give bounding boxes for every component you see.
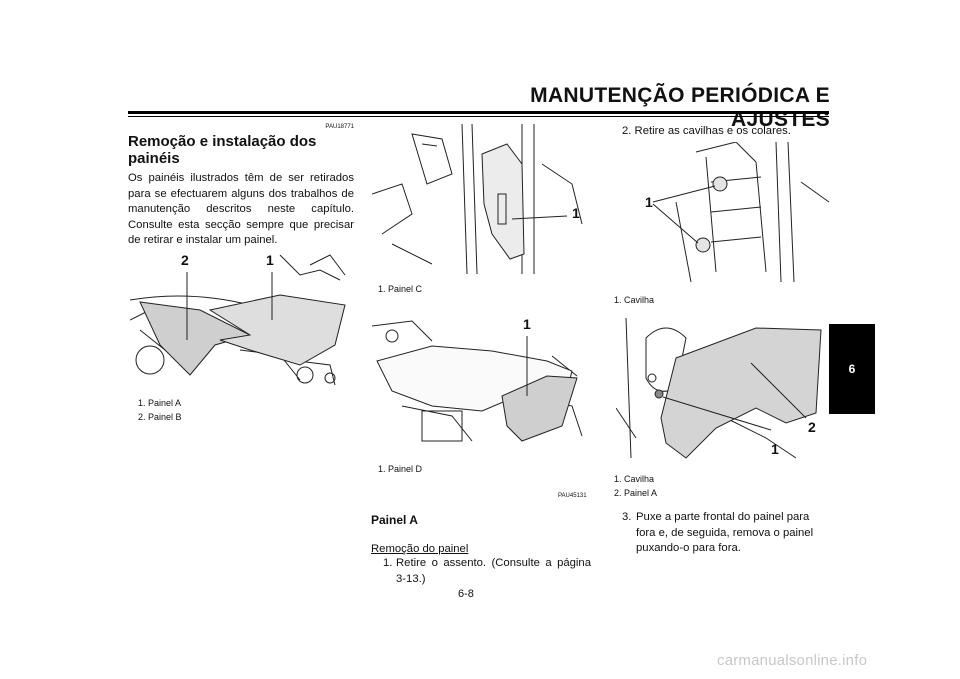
callout-1: 1: [523, 316, 531, 332]
caption-line: 2. Painel A: [614, 488, 658, 498]
callout-1: 1: [771, 441, 779, 457]
bolts-illustration: [652, 142, 830, 283]
step-3-text: Puxe a parte frontal do painel para fora…: [636, 511, 814, 555]
page-number: 6-8: [458, 588, 474, 600]
callout-1: 1: [645, 194, 653, 210]
figure-caption-bolt: 1. Cavilha: [614, 293, 654, 307]
section-column-1: PAU18771 Remoção e instalação dos painéi…: [128, 124, 354, 249]
figure-panel-c: [372, 124, 584, 276]
chapter-tab-label: 6: [848, 362, 856, 376]
caption-line: 1. Painel A: [138, 398, 182, 408]
figure-caption-panel-a: 1. Cavilha 2. Painel A: [614, 472, 657, 500]
header-rule-thick: [128, 111, 829, 114]
panel-a-illustration: [616, 318, 822, 459]
figure-caption-c: 1. Painel C: [378, 282, 422, 296]
watermark: carmanualsonline.info: [717, 652, 868, 669]
side-panel-d-illustration: [372, 320, 583, 442]
step-number: 3.: [622, 511, 632, 523]
caption-line: 1. Painel D: [378, 464, 423, 474]
callout-2: 2: [181, 252, 189, 268]
figure-panel-a-b: [130, 250, 356, 390]
callout-1: 1: [572, 205, 580, 221]
figure-caption-d: 1. Painel D: [378, 462, 422, 476]
step-number: 1.: [383, 557, 393, 569]
callout-2: 2: [808, 419, 816, 435]
section-title: Remoção e instalação dos painéis: [128, 133, 317, 167]
reference-code: PAU45131: [558, 493, 587, 499]
caption-line: 1. Painel C: [378, 284, 423, 294]
step-text: Retire o assento. (Consulte a página 3-1…: [396, 557, 591, 585]
section-body: Os painéis ilustrados têm de ser retirad…: [128, 172, 354, 247]
figure-bolts: [616, 142, 830, 288]
callout-1: 1: [266, 252, 274, 268]
motorcycle-side-illustration: [130, 254, 346, 386]
header-rule-thin: [128, 116, 829, 117]
subsection-title: Painel A: [371, 513, 418, 527]
figure-panel-a-bolt: [616, 318, 830, 464]
caption-line: 2. Painel B: [138, 412, 182, 422]
figure-caption-a-b: 1. Painel A 2. Painel B: [138, 396, 182, 424]
procedure-heading: Remoção do painel: [371, 543, 469, 555]
chapter-tab: 6: [829, 324, 875, 414]
reference-code: PAU18771: [325, 124, 354, 130]
front-fork-illustration: [372, 124, 583, 275]
caption-line: 1. Cavilha: [614, 295, 655, 305]
step-2-text: 2. Retire as cavilhas e os colares.: [622, 125, 791, 137]
figure-panel-d: [372, 316, 584, 456]
caption-line: 1. Cavilha: [614, 474, 655, 484]
